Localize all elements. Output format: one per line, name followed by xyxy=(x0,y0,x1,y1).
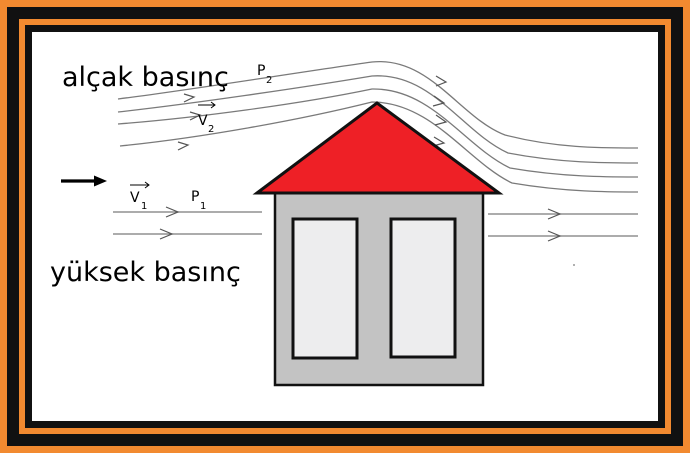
v2-subscript: 2 xyxy=(208,124,214,135)
p2-letter: P xyxy=(257,63,265,79)
p1-label: P 1 xyxy=(191,189,206,212)
p2-label: P 2 xyxy=(257,63,272,86)
streamline-upper-3 xyxy=(117,88,639,178)
low-pressure-label: alçak basınç xyxy=(62,62,229,93)
v2-label: V 2 xyxy=(198,101,216,135)
wind-arrow-icon xyxy=(61,175,107,187)
p1-letter: P xyxy=(191,189,199,205)
streamline-upper-1 xyxy=(117,61,639,149)
house-window-right xyxy=(389,217,457,359)
arrowhead xyxy=(189,111,202,121)
arrowhead xyxy=(432,95,446,107)
high-pressure-label: yüksek basınç xyxy=(50,257,241,288)
p1-subscript: 1 xyxy=(200,201,206,212)
v1-label: V 1 xyxy=(130,181,150,212)
p2-subscript: 2 xyxy=(266,75,272,86)
v2-letter: V xyxy=(198,113,208,129)
arrowhead xyxy=(432,136,446,147)
arrowhead xyxy=(177,141,190,151)
arrowhead xyxy=(435,75,448,87)
v1-letter: V xyxy=(130,190,140,206)
upper-flow-arrowheads xyxy=(177,75,448,151)
arrowhead xyxy=(165,206,180,218)
house-window-left xyxy=(291,217,359,360)
arrowhead xyxy=(547,208,562,220)
arrowhead xyxy=(434,114,448,126)
stray-dot xyxy=(573,264,575,266)
arrowhead xyxy=(159,228,174,240)
streamline-upper-2 xyxy=(117,75,639,164)
lower-right-streamlines xyxy=(488,208,638,266)
streamline-upper-4 xyxy=(119,101,639,193)
vector-arrow-icon xyxy=(198,101,216,109)
house-roof xyxy=(252,101,504,195)
v1-subscript: 1 xyxy=(141,201,147,212)
arrowhead xyxy=(547,230,562,242)
lower-left-streamlines xyxy=(113,206,262,240)
upper-streamlines xyxy=(117,61,639,193)
arrowhead xyxy=(183,93,196,103)
vector-arrow-icon xyxy=(130,181,150,189)
house xyxy=(252,101,504,387)
